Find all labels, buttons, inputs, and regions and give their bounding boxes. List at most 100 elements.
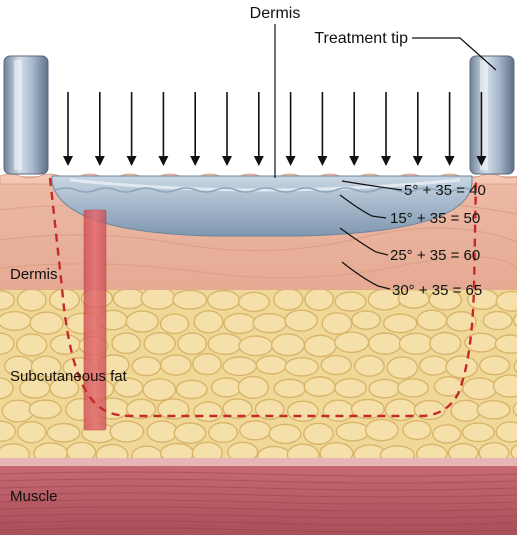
fat-cell — [367, 332, 402, 355]
fat-cell — [49, 377, 80, 399]
fat-cell — [140, 290, 176, 310]
plate-highlight — [69, 178, 461, 192]
muscle-fiber — [0, 492, 517, 498]
fat-cell — [46, 422, 81, 443]
fat-cell — [254, 398, 285, 420]
fat-cell — [303, 422, 334, 445]
fat-cell — [494, 334, 517, 354]
fat-cell — [125, 310, 160, 333]
fat-cell — [284, 357, 320, 377]
fat-cell — [270, 333, 306, 357]
fat-cell — [273, 378, 307, 399]
energy-arrow — [412, 92, 423, 166]
fat-cell — [482, 310, 513, 331]
fat-cell — [175, 379, 208, 400]
fat-cell — [432, 424, 462, 444]
fat-cell — [239, 420, 272, 441]
fat-cell — [95, 443, 129, 462]
energy-arrow — [94, 92, 105, 166]
dermis-top-label: Dermis — [250, 5, 301, 22]
fat-cell — [478, 441, 510, 462]
energy-arrow — [63, 92, 73, 166]
fat-cell — [223, 312, 257, 335]
muscle-fiber — [0, 513, 517, 519]
fat-cell — [255, 355, 288, 375]
fascia-layer — [0, 458, 517, 468]
energy-arrow — [349, 92, 360, 166]
energy-arrow — [476, 92, 487, 166]
muscle-fiber — [0, 520, 517, 526]
fat-cell — [368, 378, 401, 399]
fat-cell — [0, 290, 15, 311]
fat-cell — [237, 291, 271, 313]
treatment-tip-left — [3, 55, 49, 175]
energy-arrow — [253, 92, 264, 166]
fat-cell — [492, 374, 517, 398]
fat-cell — [252, 312, 288, 334]
fat-cell — [30, 355, 62, 378]
fat-cell — [413, 399, 446, 421]
fat-cell — [321, 312, 353, 335]
fat-cell — [0, 420, 17, 442]
equation-30-degrees: 30° + 35 = 65 — [392, 282, 482, 299]
fat-cell — [415, 443, 448, 462]
fat-cell — [418, 355, 449, 376]
fat-cell — [238, 335, 274, 357]
fat-cell — [146, 420, 179, 443]
equation-5-degrees: 5° + 35 = 40 — [404, 182, 486, 199]
fat-cell — [416, 309, 448, 331]
fat-cell — [354, 355, 385, 377]
muscle-fiber — [0, 485, 517, 491]
energy-arrow — [222, 92, 232, 166]
fat-cell — [192, 352, 222, 376]
fat-cell — [268, 423, 302, 445]
fat-cell — [303, 376, 336, 397]
fat-cell — [191, 441, 223, 462]
fat-cell — [364, 418, 399, 442]
fat-cell — [16, 420, 47, 444]
fat-cell — [0, 332, 15, 355]
muscle-label: Muscle — [10, 488, 58, 505]
fat-cell — [29, 311, 64, 335]
fat-cell — [0, 377, 14, 400]
fat-cell — [109, 420, 145, 443]
fat-cell — [512, 401, 517, 417]
muscle-fiber — [0, 506, 517, 512]
muscle-fiber — [0, 471, 517, 477]
fat-cell — [193, 310, 224, 334]
fat-cell — [143, 331, 176, 356]
fat-cell — [350, 398, 385, 420]
fat-cell — [16, 290, 47, 312]
equation-25-degrees: 25° + 35 = 60 — [390, 247, 480, 264]
fat-cell — [237, 375, 270, 400]
muscle-fiber — [0, 478, 517, 484]
treatment-boundary — [48, 177, 478, 418]
energy-arrows — [63, 92, 487, 166]
fat-cell — [286, 400, 319, 423]
fat-cell — [49, 334, 81, 355]
muscle-fiber — [0, 499, 517, 505]
treatment-tip-label: Treatment tip — [314, 30, 408, 47]
subcutaneous-fat-label: Subcutaneous fat — [10, 368, 128, 385]
fat-cell — [320, 354, 352, 376]
fat-cell — [379, 445, 415, 462]
muscle-fibers — [0, 471, 517, 533]
fat-cell — [495, 290, 517, 312]
fat-cell — [476, 399, 511, 420]
fat-cell — [159, 313, 190, 335]
fat-cell — [461, 422, 495, 443]
fat-cell — [273, 290, 304, 311]
fat-cell — [384, 398, 417, 422]
equation-leaders — [339, 180, 403, 290]
fat-cell — [303, 334, 337, 358]
fat-cell — [445, 311, 477, 332]
energy-arrow — [158, 92, 169, 166]
fat-cell — [207, 332, 243, 356]
fat-cell — [172, 290, 208, 310]
fat-cell — [284, 309, 318, 332]
fat-cell — [126, 398, 157, 420]
fat-cell — [160, 354, 192, 376]
fat-cell — [286, 443, 320, 462]
plate-wave — [55, 187, 471, 193]
fat-cell — [450, 399, 481, 422]
